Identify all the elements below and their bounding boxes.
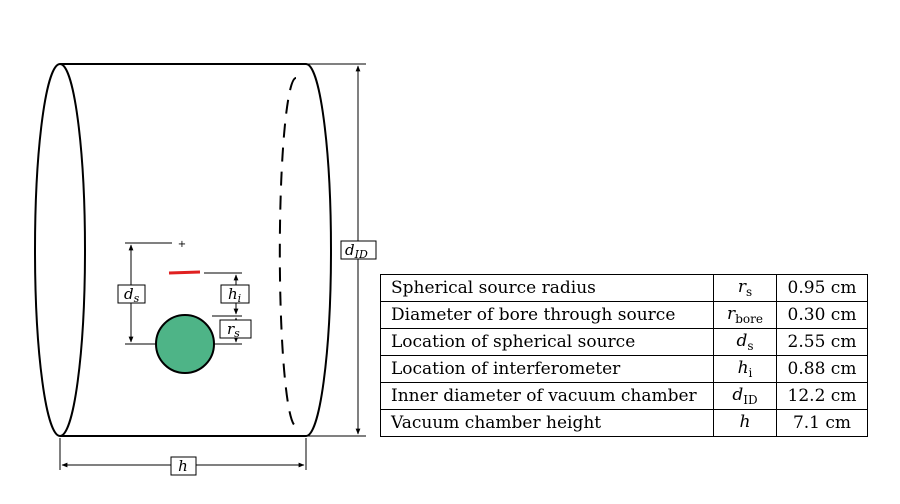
ds-label: ds	[124, 285, 140, 305]
param-symbol-main: d	[732, 384, 744, 405]
hi-label: hi	[228, 285, 241, 305]
chamber-right-end-front	[305, 63, 332, 437]
param-description: Spherical source radius	[380, 274, 714, 302]
param-symbol-main: r	[737, 276, 746, 297]
param-symbol: rs	[713, 274, 777, 302]
param-symbol: dID	[713, 382, 777, 410]
param-value: 7.1 cm	[776, 409, 868, 437]
param-value: 0.95 cm	[776, 274, 868, 302]
h-label: h	[178, 457, 188, 475]
param-symbol: rbore	[713, 301, 777, 329]
interferometer-mark	[168, 270, 201, 275]
chamber-left-end	[34, 63, 86, 437]
spherical-source	[155, 314, 215, 374]
param-symbol: hi	[713, 355, 777, 383]
param-description: Vacuum chamber height	[380, 409, 714, 437]
param-symbol-main: h	[739, 411, 751, 432]
param-description: Diameter of bore through source	[380, 301, 714, 329]
param-description: Inner diameter of vacuum chamber	[380, 382, 714, 410]
param-description: Location of interferometer	[380, 355, 714, 383]
param-symbol-subscript: i	[748, 365, 753, 380]
did-label: dID	[345, 241, 368, 261]
param-symbol-subscript: bore	[735, 311, 763, 326]
chamber-right-end-back	[278, 77, 297, 427]
param-description: Location of spherical source	[380, 328, 714, 356]
param-symbol-subscript: s	[745, 284, 753, 299]
param-value: 12.2 cm	[776, 382, 868, 410]
param-symbol-subscript: ID	[743, 392, 758, 407]
param-symbol-subscript: s	[747, 338, 754, 353]
rs-label: rs	[227, 320, 240, 340]
table-row: Vacuum chamber height h 7.1 cm	[380, 409, 868, 437]
param-value: 0.30 cm	[776, 301, 868, 329]
param-value: 0.88 cm	[776, 355, 868, 383]
param-symbol-main: h	[737, 357, 749, 378]
param-symbol: h	[713, 409, 777, 437]
param-symbol-main: d	[736, 330, 748, 351]
param-symbol-main: r	[727, 303, 736, 324]
param-value: 2.55 cm	[776, 328, 868, 356]
param-symbol: ds	[713, 328, 777, 356]
svg-text:+: +	[178, 239, 186, 250]
